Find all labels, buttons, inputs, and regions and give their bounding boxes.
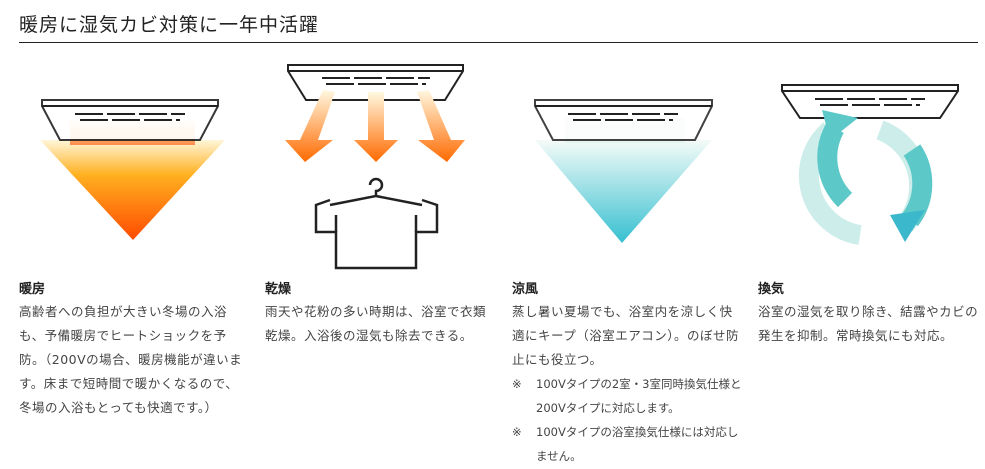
ceiling-unit-icon [534,99,713,141]
feature-description: 蒸し暑い夏場でも、浴室内を涼しく快適にキープ（浴室エアコン）。のぼせ防止にも役立… [512,304,740,367]
ceiling-unit-icon [781,84,959,119]
feature-heading: 涼風 [512,282,539,297]
ceiling-unit-icon [41,99,219,141]
feature-heading: 換気 [758,282,785,297]
feature-cooling: 涼風 蒸し暑い夏場でも、浴室内を涼しく快適にキープ（浴室エアコン）。のぼせ防止に… [512,278,744,468]
warm-air-arrow-icon [417,90,465,162]
note-text: 100Vタイプの浴室換気仕様には対応しません。 [536,425,739,463]
cooling-illustration [534,99,713,243]
feature-note: ※ 100Vタイプの2室・3室同時換気仕様と200Vタイプに対応します。 [512,372,744,420]
ventilation-illustration [781,84,959,245]
feature-heading: 暖房 [19,282,46,297]
feature-description: 雨天や花粉の多い時期は、浴室で衣類乾燥。入浴後の湿気も除去できる。 [265,304,487,343]
feature-drying: 乾燥 雨天や花粉の多い時期は、浴室で衣類乾燥。入浴後の湿気も除去できる。 [265,278,497,348]
warm-air-arrow-icon [285,90,335,162]
feature-ventilation: 換気 浴室の湿気を取り除き、結露やカビの発生を抑制。常時換気にも対応。 [758,278,985,348]
note-mark: ※ [512,377,522,391]
title-divider [19,42,978,43]
feature-heating: 暖房 高齢者への負担が大きい冬場の入浴も、予備暖房でヒートショックを予防。（20… [19,278,251,420]
note-mark: ※ [512,425,522,439]
warm-air-arrow-icon [354,92,398,162]
illustrations [40,64,959,270]
feature-description: 高齢者への負担が大きい冬場の入浴も、予備暖房でヒートショックを予防。（200Vの… [19,304,243,415]
feature-note: ※ 100Vタイプの浴室換気仕様には対応しません。 [512,420,744,468]
heating-illustration [40,99,225,240]
drying-illustration [285,64,465,270]
note-text: 100Vタイプの2室・3室同時換気仕様と200Vタイプに対応します。 [536,377,742,415]
ceiling-unit-icon [287,64,464,101]
shirt-hanger-icon [314,177,439,270]
page-title: 暖房に湿気カビ対策に一年中活躍 [19,14,320,36]
feature-description: 浴室の湿気を取り除き、結露やカビの発生を抑制。常時換気にも対応。 [758,304,979,343]
feature-heading: 乾燥 [265,282,292,297]
